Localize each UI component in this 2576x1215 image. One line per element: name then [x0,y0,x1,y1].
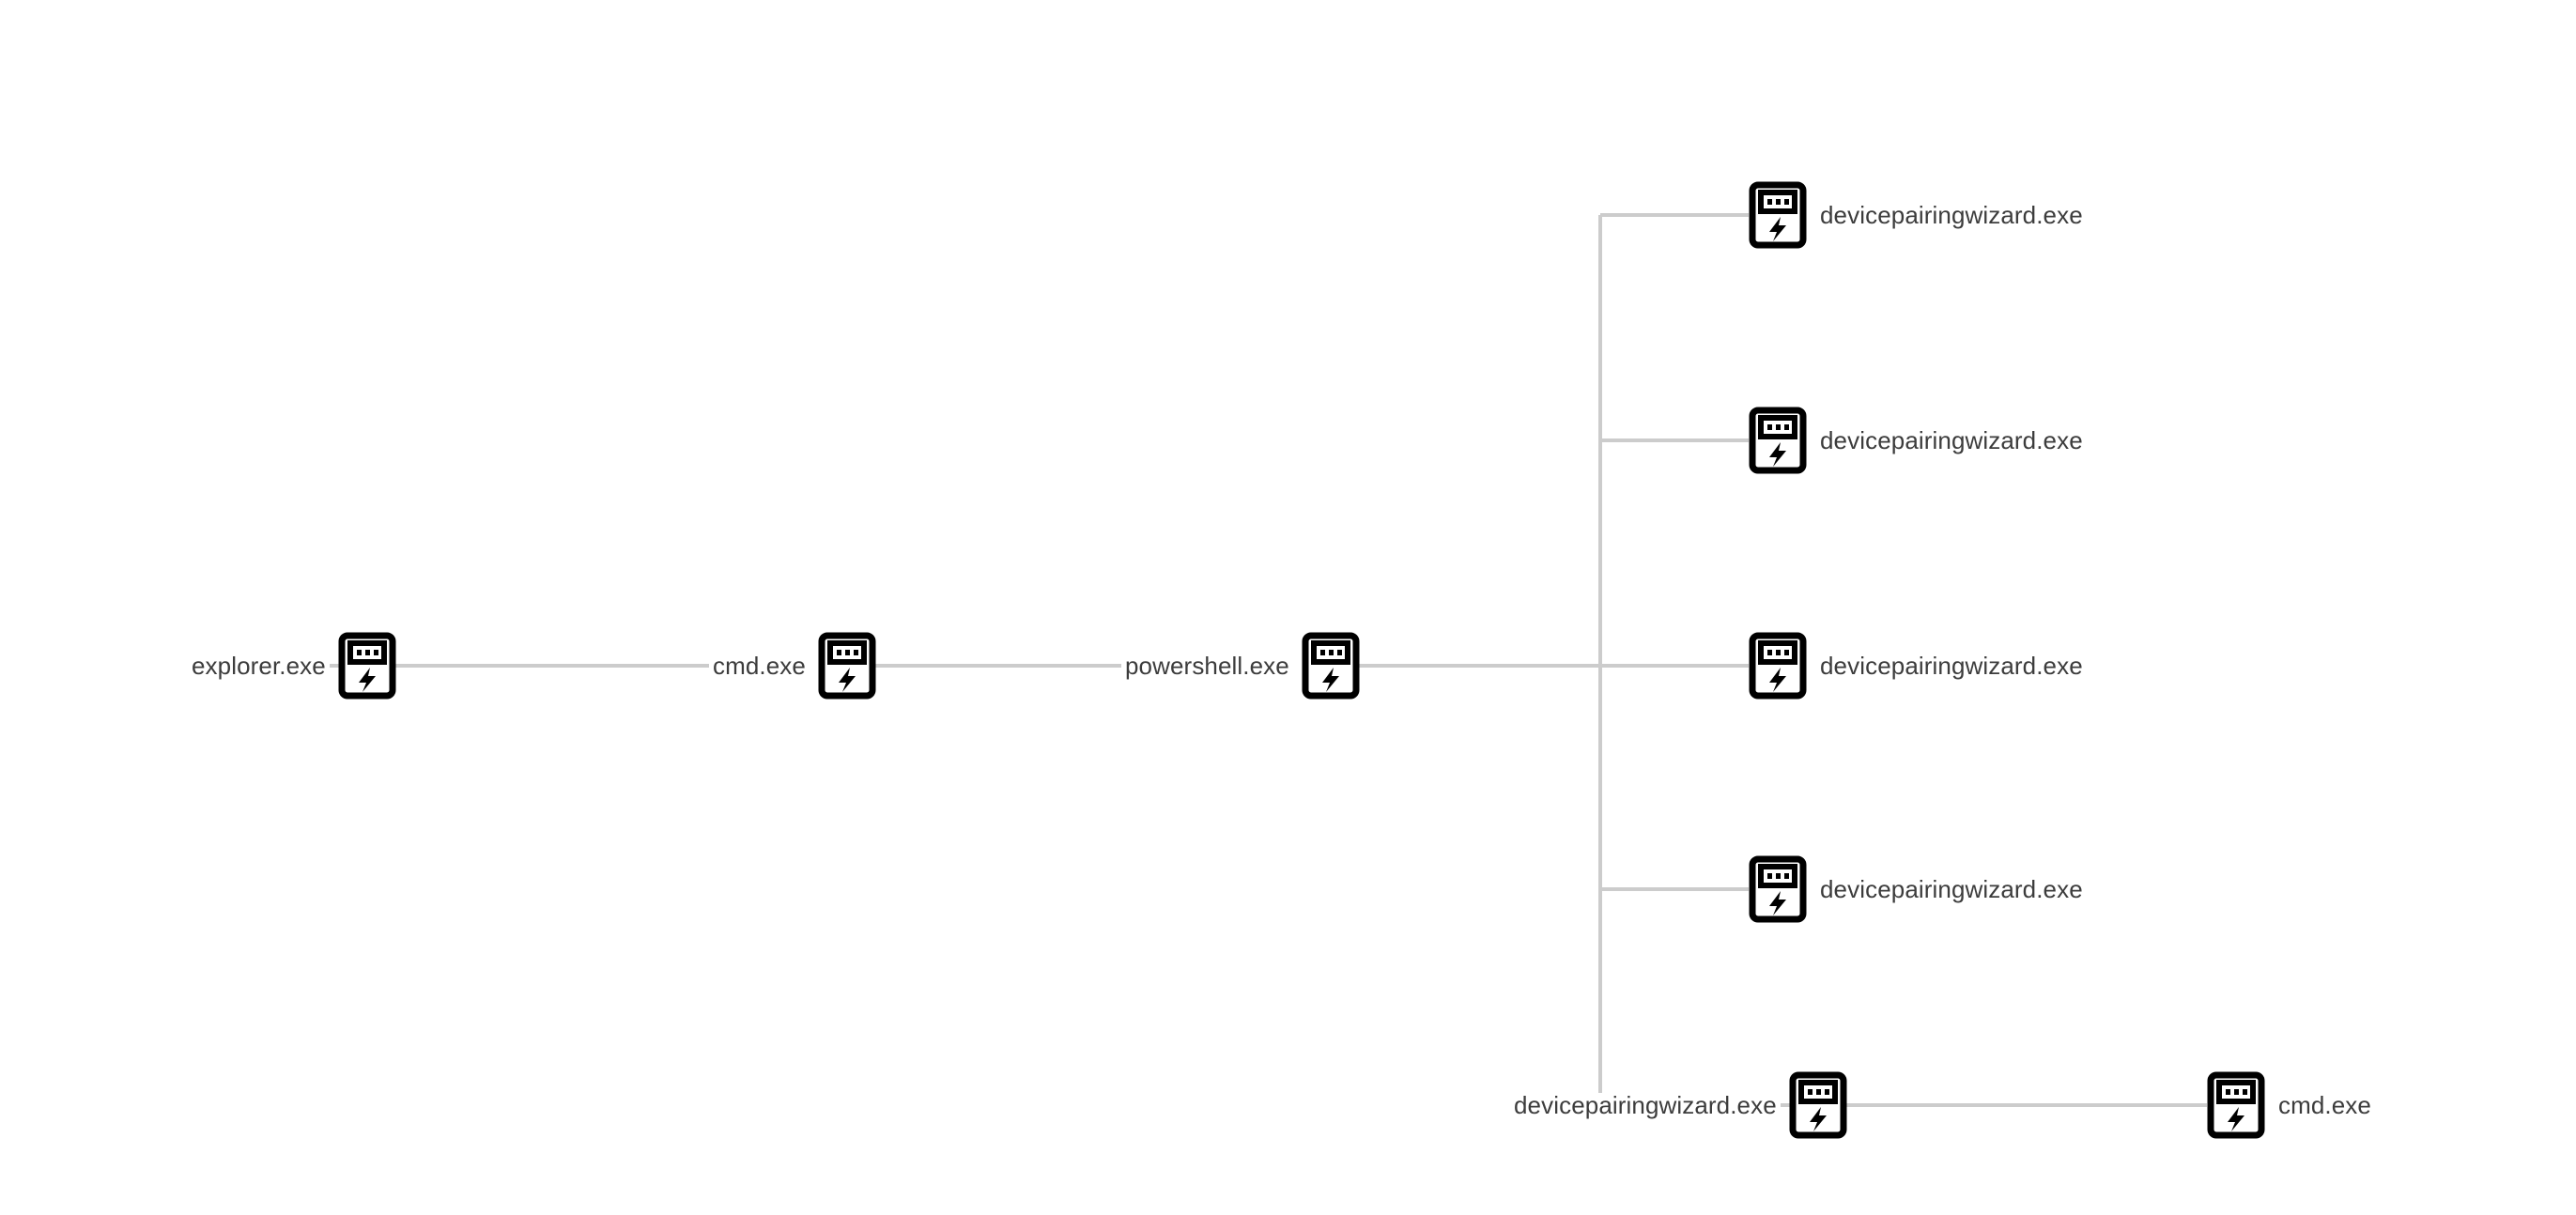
node-powershell-exe[interactable]: powershell.exe [1121,632,1360,700]
process-executable-icon[interactable] [1749,632,1807,700]
node-label-devicepairingwizard-exe-4: devicepairingwizard.exe [1820,875,2083,903]
node-devicepairingwizard-exe-5[interactable]: devicepairingwizard.exe [1510,1071,1847,1139]
node-label-devicepairingwizard-exe-2: devicepairingwizard.exe [1820,426,2083,454]
node-cmd-exe-1[interactable]: cmd.exe [709,632,876,700]
node-cmd-exe-2[interactable]: cmd.exe [2207,1071,2371,1139]
process-executable-icon[interactable] [338,632,396,700]
process-executable-icon[interactable] [818,632,876,700]
node-label-devicepairingwizard-exe-5: devicepairingwizard.exe [1510,1093,1781,1117]
process-executable-icon[interactable] [1302,632,1360,700]
node-devicepairingwizard-exe-2[interactable]: devicepairingwizard.exe [1749,407,2083,474]
node-label-devicepairingwizard-exe-3: devicepairingwizard.exe [1820,652,2083,680]
process-executable-icon[interactable] [2207,1071,2265,1139]
process-executable-icon[interactable] [1749,181,1807,249]
node-label-devicepairingwizard-exe-1: devicepairingwizard.exe [1820,201,2083,229]
node-devicepairingwizard-exe-3[interactable]: devicepairingwizard.exe [1749,632,2083,700]
process-executable-icon[interactable] [1789,1071,1847,1139]
process-executable-icon[interactable] [1749,407,1807,474]
node-label-powershell-exe: powershell.exe [1121,654,1293,678]
node-devicepairingwizard-exe-4[interactable]: devicepairingwizard.exe [1749,855,2083,923]
process-executable-icon[interactable] [1749,855,1807,923]
node-label-cmd-exe-1: cmd.exe [709,654,810,678]
node-label-explorer-exe: explorer.exe [188,654,330,678]
node-label-cmd-exe-2: cmd.exe [2278,1091,2371,1119]
node-devicepairingwizard-exe-1[interactable]: devicepairingwizard.exe [1749,181,2083,249]
node-explorer-exe[interactable]: explorer.exe [188,632,396,700]
